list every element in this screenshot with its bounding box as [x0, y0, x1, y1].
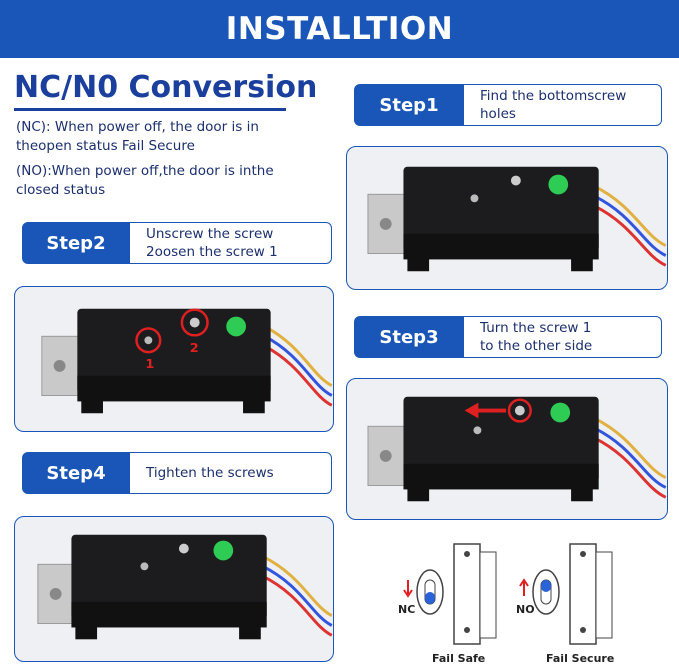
nc-diagram: [396, 530, 504, 650]
step-4-label: Step4: [22, 452, 130, 494]
nc-label: NC: [398, 603, 416, 616]
no-diagram: [512, 530, 620, 650]
fail-safe-caption: Fail Safe: [432, 652, 486, 665]
lock-illustration: [367, 396, 667, 502]
step-1-description: Find the bottomscrew holes: [464, 84, 662, 126]
step-1-photo: [346, 146, 668, 290]
arrow-up-icon: [519, 578, 529, 587]
step-1-line-1: Find the bottomscrew: [480, 88, 627, 104]
conversion-title: NC/N0 Conversion: [14, 70, 318, 105]
no-line-1: (NO):When power off,the door is inthe: [16, 163, 274, 179]
nc-description: (NC): When power off, the door is in the…: [16, 118, 336, 156]
banner-title: INSTALLTION: [225, 11, 454, 47]
no-label: NO: [516, 603, 535, 616]
step-2-label: Step2: [22, 222, 130, 264]
nc-line-1: (NC): When power off, the door is in: [16, 119, 259, 135]
step-3-header: Step3 Turn the screw 1 to the other side: [354, 316, 662, 358]
lock-illustration: 1 2: [41, 308, 333, 414]
arrow-down-icon: [403, 589, 413, 598]
screw-1-marker: [135, 327, 162, 354]
step-2-description: Unscrew the screw 2oosen the screw 1: [130, 222, 332, 264]
step-4-header: Step4 Tighten the screws: [22, 452, 332, 494]
screw-2-number: 2: [190, 341, 199, 356]
step-4-line-1: Tighten the screws: [146, 465, 274, 481]
step-1-line-2: holes: [480, 106, 516, 122]
nc-line-2: theopen status Fail Secure: [16, 138, 195, 154]
header-banner: INSTALLTION: [0, 0, 679, 58]
screw-2-marker: [180, 308, 209, 337]
step-3-label: Step3: [354, 316, 464, 358]
step-2-line-2: 2oosen the screw 1: [146, 244, 278, 260]
no-description: (NO):When power off,the door is inthe cl…: [16, 162, 336, 200]
step-3-photo: [346, 378, 668, 520]
step-3-description: Turn the screw 1 to the other side: [464, 316, 662, 358]
arrow-left-icon: [464, 402, 507, 419]
step-2-line-1: Unscrew the screw: [146, 226, 274, 242]
fail-secure-caption: Fail Secure: [546, 652, 615, 665]
fail-secure-illustration: [519, 543, 613, 645]
step-3-line-1: Turn the screw 1: [480, 320, 592, 336]
conversion-title-underline: [14, 108, 286, 111]
screw-1-number: 1: [145, 357, 154, 372]
step-2-photo: 1 2: [14, 286, 334, 432]
lock-illustration: [37, 534, 333, 640]
step-2-header: Step2 Unscrew the screw 2oosen the screw…: [22, 222, 332, 264]
step-4-description: Tighten the screws: [130, 452, 332, 494]
step-1-header: Step1 Find the bottomscrew holes: [354, 84, 662, 126]
step-3-line-2: to the other side: [480, 338, 593, 354]
step-1-label: Step1: [354, 84, 464, 126]
fail-safe-illustration: [403, 543, 497, 645]
step-4-photo: [14, 516, 334, 662]
lock-illustration: [367, 166, 667, 272]
no-line-2: closed status: [16, 182, 106, 198]
